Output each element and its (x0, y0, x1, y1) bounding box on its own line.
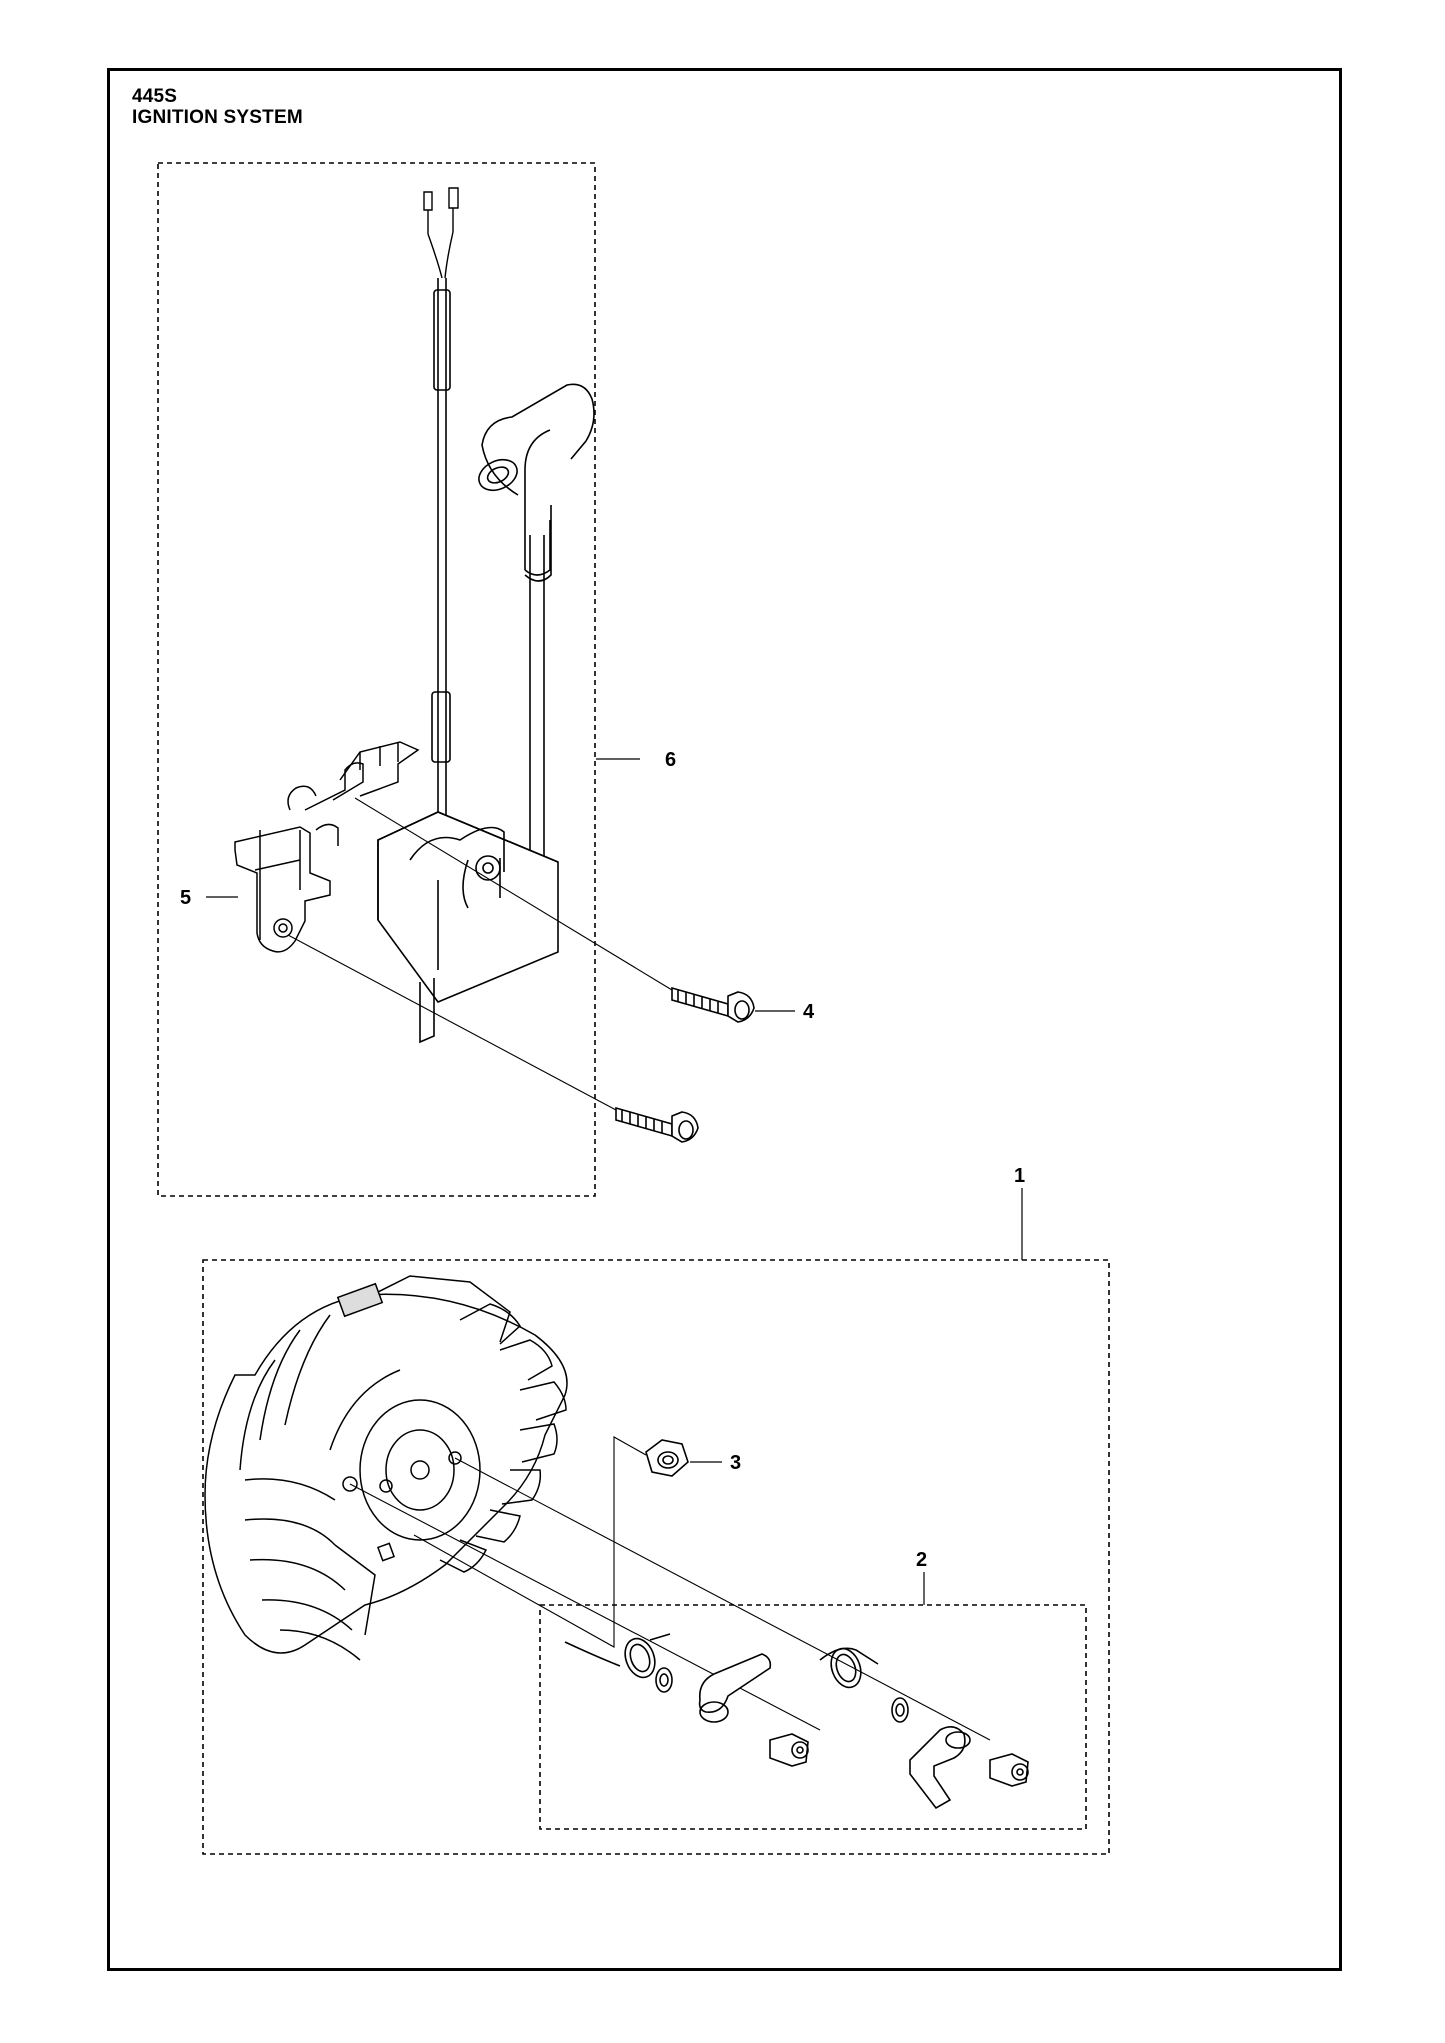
callout-5: 5 (180, 887, 191, 909)
spark-plug-cap (478, 383, 595, 865)
wire-connectors (423, 187, 459, 279)
pawl-kit-left (564, 1633, 809, 1767)
pawl-assembly-lines (349, 1457, 991, 1741)
flywheel (204, 1275, 568, 1661)
callout-1: 1 (1014, 1165, 1025, 1187)
callout-4: 4 (803, 1001, 815, 1023)
page-frame (107, 68, 1342, 1971)
callout-3: 3 (730, 1452, 741, 1474)
flywheel-nut (645, 1439, 689, 1477)
assembly-lines (287, 797, 673, 1111)
section-title: IGNITION SYSTEM (132, 107, 303, 128)
callout-6: 6 (665, 749, 676, 771)
model-number: 445S (132, 86, 178, 107)
coil-bracket (234, 741, 420, 953)
pawl-kit-group-box (539, 1604, 1087, 1830)
callout-2: 2 (916, 1549, 927, 1571)
ignition-module-group-box (157, 162, 596, 1197)
ignition-coil-body (377, 811, 559, 1044)
pawl-kit-right (819, 1647, 1029, 1810)
flywheel-group-box (202, 1259, 1110, 1855)
screw-upper (671, 986, 755, 1023)
screw-lower (615, 1106, 699, 1143)
kill-wire (431, 278, 451, 900)
leader-lines (206, 758, 795, 1012)
